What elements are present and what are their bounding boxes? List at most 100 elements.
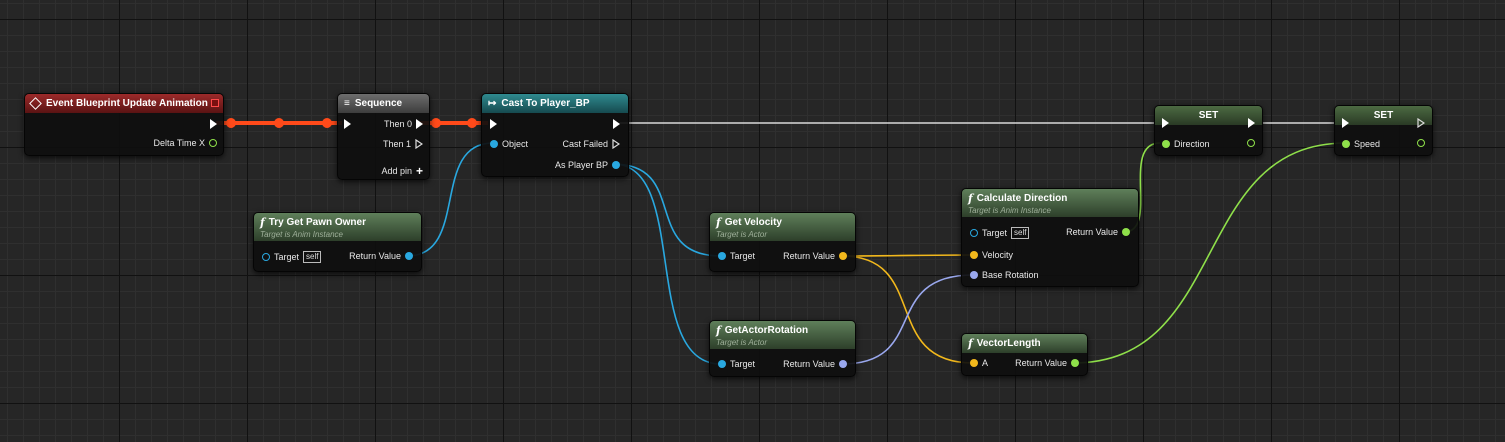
cast-to-player-node[interactable]: ↦ Cast To Player_BP Object Cast Failed A… bbox=[481, 93, 629, 177]
float-pin-icon bbox=[209, 139, 217, 147]
object-pin-icon bbox=[405, 252, 413, 260]
float-pin-icon bbox=[1071, 359, 1079, 367]
pawn-owner-title: Try Get Pawn Owner bbox=[268, 216, 366, 228]
a-label: A bbox=[982, 358, 989, 368]
sequence-then1-pin[interactable]: Then 1 bbox=[383, 139, 423, 149]
exec-in-icon bbox=[344, 119, 351, 129]
float-pin-icon bbox=[1342, 140, 1350, 148]
get-velocity-return-pin[interactable]: Return Value bbox=[783, 251, 847, 261]
self-value[interactable]: self bbox=[1011, 227, 1030, 239]
set-speed-exec-in-pin[interactable] bbox=[1342, 118, 1349, 128]
exec-out-hollow-icon bbox=[1417, 118, 1425, 128]
add-pin-label: Add pin bbox=[381, 166, 412, 176]
set-direction-exec-out-pin[interactable] bbox=[1248, 118, 1255, 128]
rotator-pin-icon bbox=[839, 360, 847, 368]
set-direction-exec-in-pin[interactable] bbox=[1162, 118, 1169, 128]
exec-wire-bead bbox=[226, 118, 236, 128]
return-value-label: Return Value bbox=[1066, 227, 1118, 237]
target-label: Target bbox=[982, 228, 1008, 238]
get-rotation-target-pin[interactable]: Target bbox=[718, 359, 755, 369]
float-pin-icon bbox=[1247, 139, 1255, 147]
get-rotation-return-pin[interactable]: Return Value bbox=[783, 359, 847, 369]
target-label: Target bbox=[730, 251, 756, 261]
set-speed-title: SET bbox=[1373, 110, 1394, 121]
pawn-owner-target-pin[interactable]: Target self bbox=[262, 251, 322, 263]
sequence-then0-pin[interactable]: Then 0 bbox=[384, 119, 423, 129]
set-direction-input-pin[interactable]: Direction bbox=[1162, 139, 1210, 149]
set-speed-output-pin[interactable] bbox=[1417, 139, 1425, 147]
sequence-node-title: Sequence bbox=[354, 98, 403, 109]
vector-length-a-pin[interactable]: A bbox=[970, 358, 988, 368]
vector-wire-velocity-length bbox=[841, 255, 974, 364]
set-speed-exec-out-pin[interactable] bbox=[1417, 118, 1425, 128]
function-icon: f bbox=[968, 191, 973, 205]
direction-label: Direction bbox=[1174, 139, 1210, 149]
vector-pin-icon bbox=[839, 252, 847, 260]
pawn-owner-subtitle: Target is Anim Instance bbox=[260, 229, 344, 239]
function-icon: f bbox=[716, 215, 721, 229]
calc-direction-subtitle: Target is Anim Instance bbox=[968, 205, 1052, 215]
calc-direction-return-pin[interactable]: Return Value bbox=[1066, 227, 1130, 237]
vector-length-title: VectorLength bbox=[976, 338, 1041, 349]
object-pin-icon bbox=[262, 253, 270, 261]
object-wire-cast-rotation bbox=[612, 163, 722, 365]
return-value-label: Return Value bbox=[1015, 358, 1067, 368]
as-player-bp-pin[interactable]: As Player BP bbox=[555, 160, 620, 170]
exec-out-hollow-icon bbox=[612, 139, 620, 149]
set-direction-header: SET bbox=[1155, 106, 1262, 125]
object-pin-icon bbox=[612, 161, 620, 169]
rotator-pin-icon bbox=[970, 271, 978, 279]
cast-failed-pin[interactable]: Cast Failed bbox=[562, 139, 620, 149]
get-velocity-target-pin[interactable]: Target bbox=[718, 251, 755, 261]
cast-object-pin[interactable]: Object bbox=[490, 139, 528, 149]
cast-failed-label: Cast Failed bbox=[562, 139, 608, 149]
target-label: Target bbox=[730, 359, 756, 369]
get-rotation-title: GetActorRotation bbox=[724, 324, 809, 336]
event-diamond-icon bbox=[29, 97, 42, 110]
function-icon: f bbox=[968, 337, 973, 350]
set-speed-header: SET bbox=[1335, 106, 1432, 125]
cast-exec-in-pin[interactable] bbox=[490, 119, 497, 129]
calc-direction-target-pin[interactable]: Target self bbox=[970, 227, 1030, 239]
vector-length-node[interactable]: f VectorLength A Return Value bbox=[961, 333, 1088, 376]
event-exec-out-pin[interactable] bbox=[210, 119, 217, 129]
rotator-wire-rotation-base bbox=[841, 274, 974, 365]
calc-direction-velocity-pin[interactable]: Velocity bbox=[970, 250, 1013, 260]
vector-pin-icon bbox=[970, 251, 978, 259]
self-value[interactable]: self bbox=[303, 251, 322, 263]
vector-length-header: f VectorLength bbox=[962, 334, 1087, 353]
object-pin-icon bbox=[970, 229, 978, 237]
breakpoint-icon[interactable] bbox=[211, 99, 219, 107]
exec-in-icon bbox=[1162, 118, 1169, 128]
calc-direction-base-rotation-pin[interactable]: Base Rotation bbox=[970, 270, 1039, 280]
set-direction-output-pin[interactable] bbox=[1247, 139, 1255, 147]
object-pin-icon bbox=[718, 360, 726, 368]
add-pin-button[interactable]: Add pin + bbox=[381, 164, 423, 178]
set-speed-input-pin[interactable]: Speed bbox=[1342, 139, 1380, 149]
function-icon: f bbox=[260, 215, 265, 229]
sequence-node[interactable]: ≡ Sequence Then 0 Then 1 Add pin + bbox=[337, 93, 430, 180]
plus-icon: + bbox=[415, 164, 423, 178]
event-update-animation-node[interactable]: Event Blueprint Update Animation Delta T… bbox=[24, 93, 224, 156]
set-speed-node[interactable]: SET Speed bbox=[1334, 105, 1433, 156]
sequence-exec-in-pin[interactable] bbox=[344, 119, 351, 129]
return-value-label: Return Value bbox=[783, 359, 835, 369]
object-pin-icon bbox=[490, 140, 498, 148]
object-pin-icon bbox=[718, 252, 726, 260]
object-label: Object bbox=[502, 139, 529, 149]
cast-exec-out-pin[interactable] bbox=[613, 119, 620, 129]
delta-time-pin[interactable]: Delta Time X bbox=[153, 138, 217, 148]
vector-length-return-pin[interactable]: Return Value bbox=[1015, 358, 1079, 368]
set-direction-node[interactable]: SET Direction bbox=[1154, 105, 1263, 156]
exec-out-hollow-icon bbox=[415, 139, 423, 149]
pawn-owner-return-pin[interactable]: Return Value bbox=[349, 251, 413, 261]
exec-wire-bead bbox=[467, 118, 477, 128]
exec-out-icon bbox=[416, 119, 423, 129]
exec-in-icon bbox=[490, 119, 497, 129]
target-label: Target bbox=[274, 252, 300, 262]
